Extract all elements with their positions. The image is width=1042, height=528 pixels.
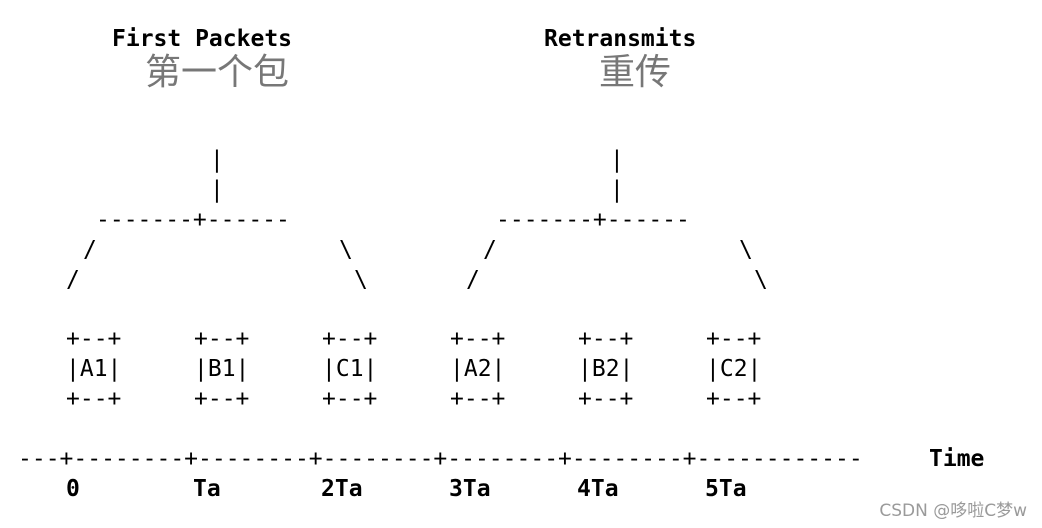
packet-box-c1: +--+ |C1| +--+ [322,326,377,412]
packet-label-a2: |A2| [450,356,505,382]
box-bottom-edge: +--+ [194,386,249,412]
tick-label: 2Ta [321,476,363,502]
box-top-edge: +--+ [578,326,633,352]
tree-backslash: \ [354,267,368,293]
first-packets-tree: | | -------+------ / \ / \ [66,147,368,293]
packet-label-b1: |B1| [194,356,249,382]
tick-label: 3Ta [449,476,491,502]
first-packets-chinese-header: 第一个包 [145,52,289,93]
tree-slash: / [483,237,497,263]
tree-branch: -------+------ [96,207,290,233]
tick-label: Ta [193,476,221,502]
tick-label: 5Ta [705,476,747,502]
packet-box-a2: +--+ |A2| +--+ [450,326,505,412]
tree-stem: | [610,147,624,173]
first-packets-header: First Packets [112,26,292,52]
packet-box-a1: +--+ |A1| +--+ [66,326,121,412]
packet-box-b1: +--+ |B1| +--+ [194,326,249,412]
box-bottom-edge: +--+ [450,386,505,412]
retransmits-header: Retransmits [544,26,696,52]
box-bottom-edge: +--+ [322,386,377,412]
tree-stem: | [610,177,624,203]
box-bottom-edge: +--+ [66,386,121,412]
packet-box-c2: +--+ |C2| +--+ [706,326,761,412]
box-top-edge: +--+ [66,326,121,352]
packet-label-a1: |A1| [66,356,121,382]
timeline-axis: ---+--------+--------+--------+--------+… [18,446,863,472]
box-top-edge: +--+ [706,326,761,352]
tree-slash: / [83,237,97,263]
box-bottom-edge: +--+ [706,386,761,412]
tree-stem: | [210,177,224,203]
packet-box-b2: +--+ |B2| +--+ [578,326,633,412]
csdn-watermark: CSDN @哆啦C梦w [879,501,1027,521]
tree-branch: -------+------ [496,207,690,233]
timeline-ticks: 0 Ta 2Ta 3Ta 4Ta 5Ta [66,476,747,502]
retransmits-chinese-header: 重传 [599,52,671,93]
tick-label: 0 [66,476,80,502]
packet-label-b2: |B2| [578,356,633,382]
packet-label-c1: |C1| [322,356,377,382]
packet-label-c2: |C2| [706,356,761,382]
tree-stem: | [210,147,224,173]
tree-backslash: \ [339,237,353,263]
box-top-edge: +--+ [194,326,249,352]
tree-slash: / [66,267,80,293]
box-top-edge: +--+ [322,326,377,352]
box-top-edge: +--+ [450,326,505,352]
box-bottom-edge: +--+ [578,386,633,412]
timeline-label: Time [929,446,984,472]
tick-label: 4Ta [577,476,619,502]
tree-slash: / [466,267,480,293]
tree-backslash: \ [754,267,768,293]
retransmits-tree: | | -------+------ / \ / \ [466,147,768,293]
tree-backslash: \ [739,237,753,263]
